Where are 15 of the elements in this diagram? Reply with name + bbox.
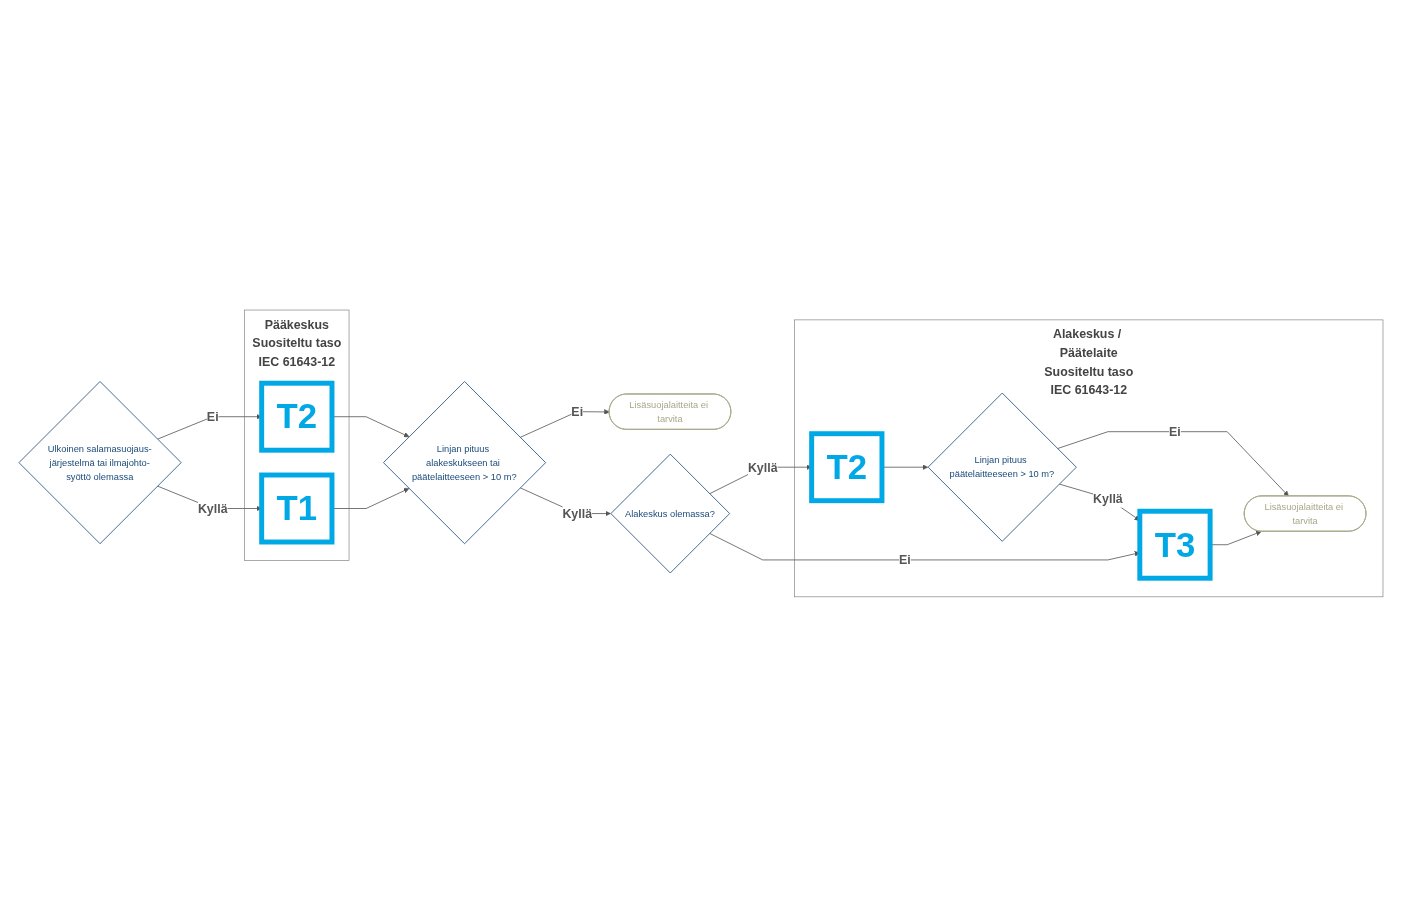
node-diamond: Linjan pituus alakeskukseen tai päätelaitteeseen > 10 m? bbox=[383, 381, 547, 545]
edge-label: Kyllä bbox=[1093, 491, 1123, 506]
edge-label: Kyllä bbox=[197, 501, 228, 516]
node-diamond: Ulkoinen salamasuojaus-järjestelmä tai ilmajohto-syöttö olemassa bbox=[18, 381, 182, 545]
edge-label: Ei bbox=[1169, 424, 1181, 439]
edge-label: Ei bbox=[899, 553, 911, 567]
edge-label: Kyllä bbox=[747, 460, 778, 475]
node-box: T2 bbox=[809, 431, 885, 504]
node-diamond: Alakeskus olemassa? bbox=[610, 453, 731, 574]
edge-label: Ei bbox=[571, 404, 584, 419]
node-box: T2 bbox=[259, 380, 335, 453]
edge-label: Ei bbox=[206, 409, 219, 424]
node-box: T1 bbox=[259, 472, 335, 545]
edge-label: Kyllä bbox=[562, 506, 593, 521]
node-box: T3 bbox=[1137, 508, 1213, 581]
